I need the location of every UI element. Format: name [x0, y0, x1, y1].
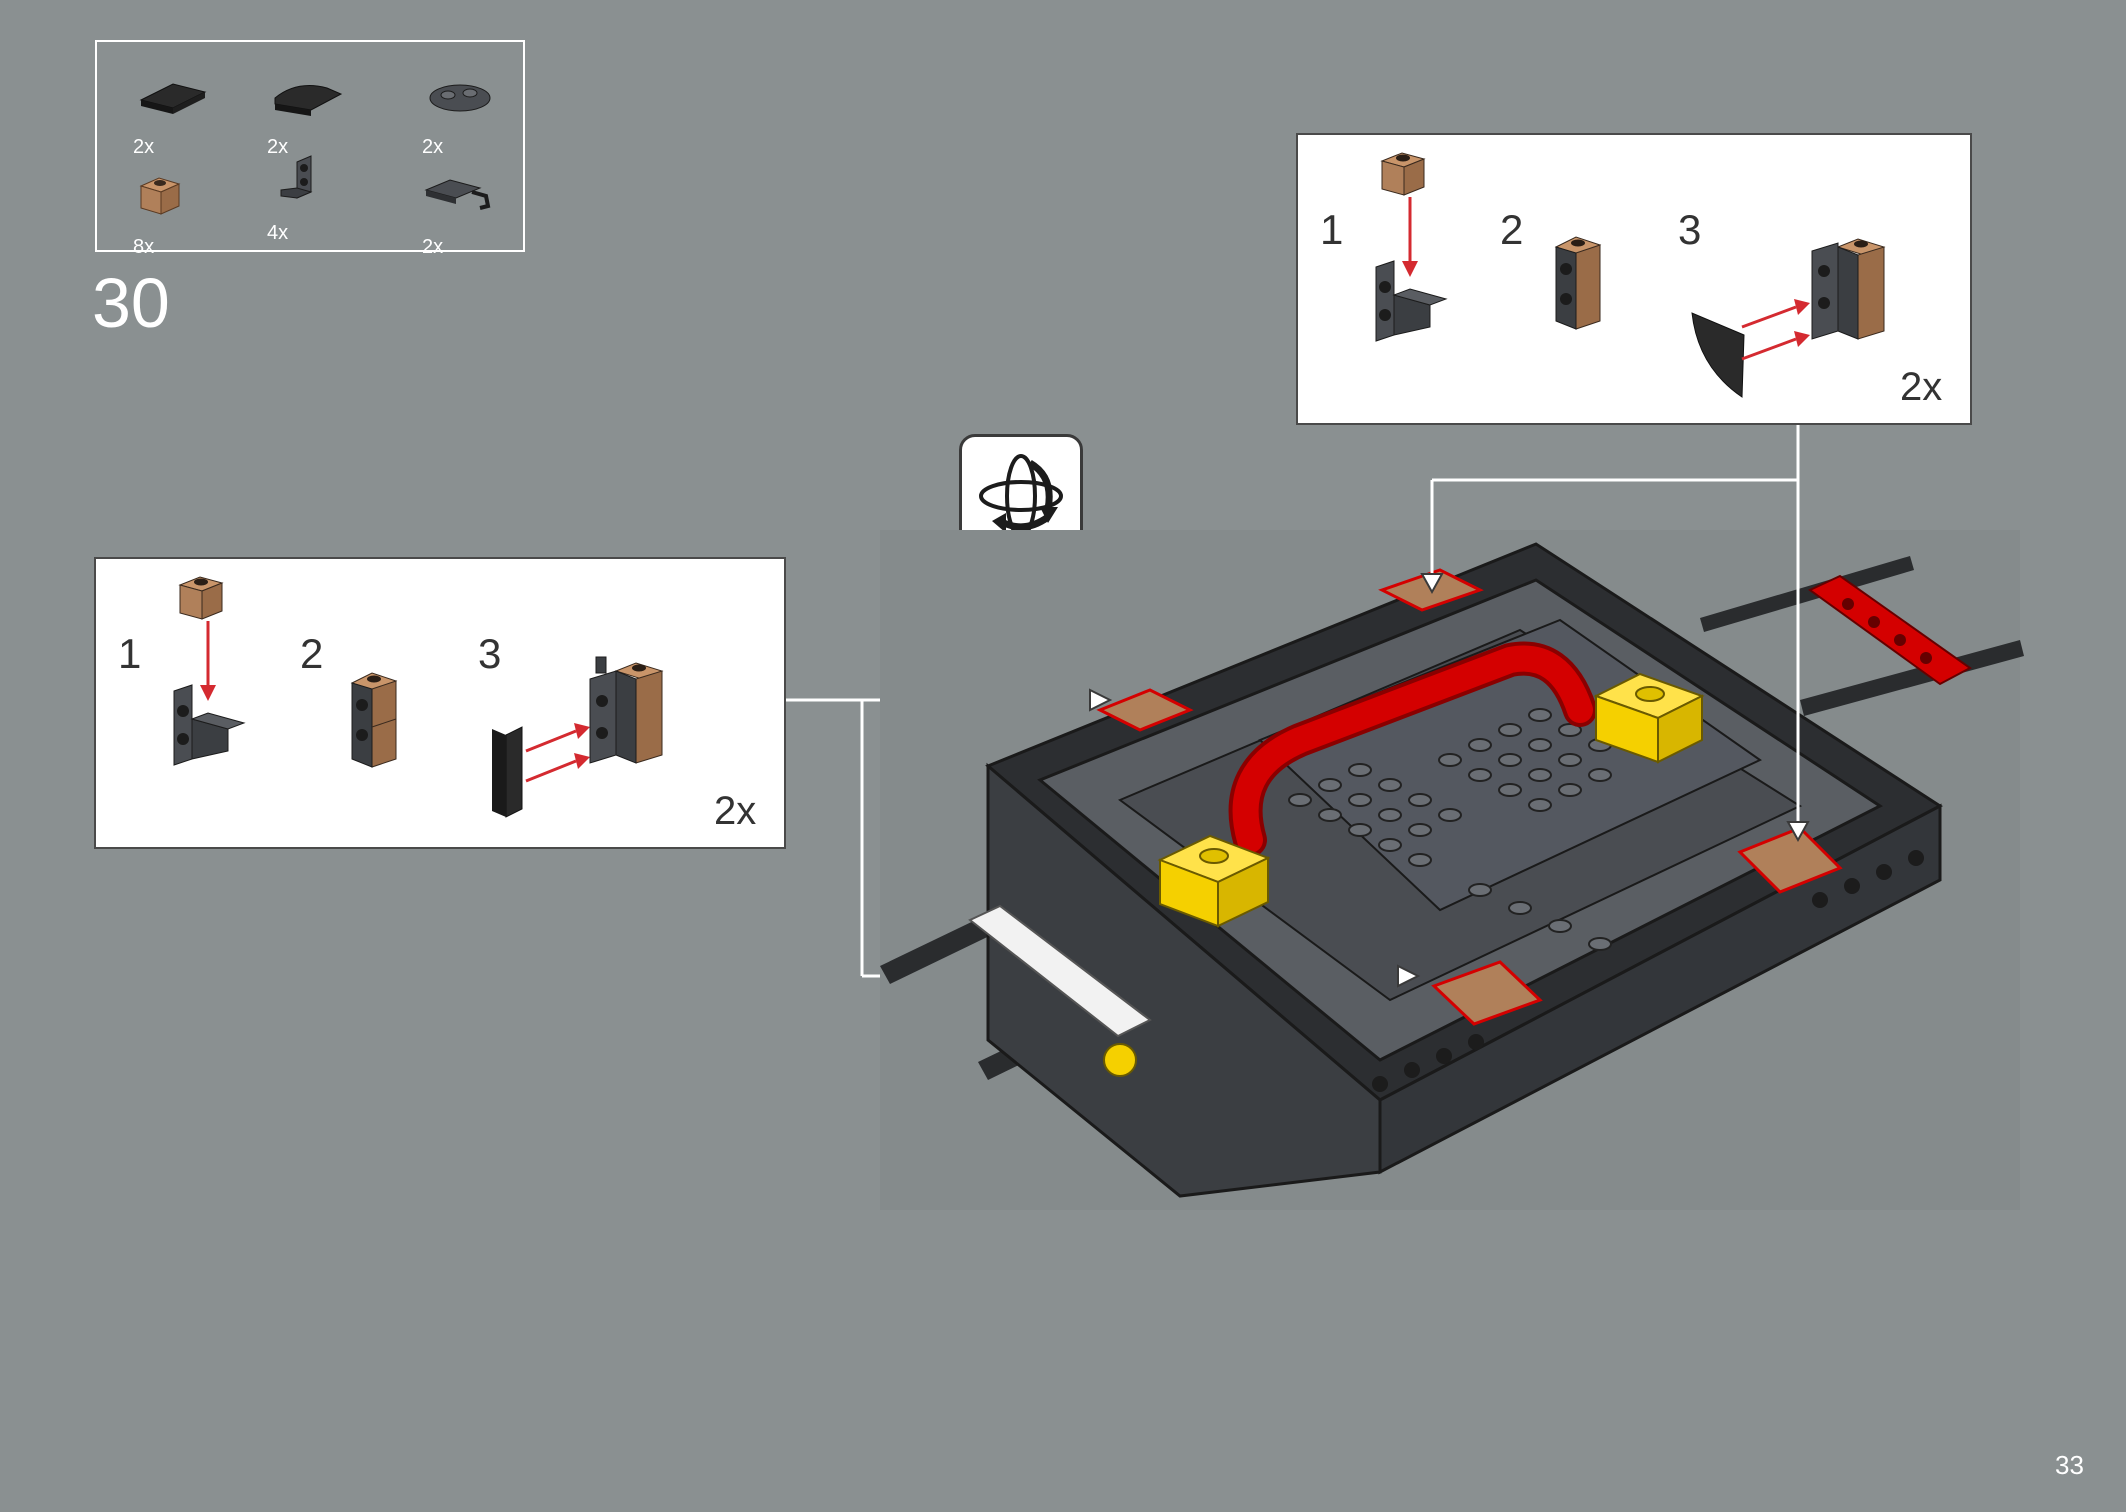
substep-2-art — [1554, 236, 1602, 330]
stud-grid — [1288, 708, 1612, 951]
sub-assembly-right-art — [1375, 152, 1886, 398]
pointer-lines-right — [1430, 425, 1800, 832]
page-number: 33 — [2055, 1450, 2084, 1480]
part-bracket-dark-gray: 4x — [267, 152, 387, 244]
part-qty: 4x — [267, 222, 289, 244]
yellow-blocks — [1157, 672, 1705, 928]
part-curved-slope-black: 2x — [267, 66, 387, 158]
tile-1x2-icon — [139, 83, 207, 114]
sub-assembly-left-art — [173, 576, 664, 818]
part-qty: 2x — [422, 236, 444, 258]
substep-number: 3 — [478, 630, 502, 677]
plate-clip-icon — [424, 179, 491, 210]
callout-multiplier: 2x — [714, 789, 757, 833]
brick-1x1-icon — [139, 177, 181, 215]
substep-2-art — [350, 672, 398, 768]
substep-number: 1 — [1320, 206, 1344, 253]
part-plate-clip-dark-gray: 2x — [422, 166, 542, 258]
callout-multiplier: 2x — [1900, 365, 1943, 409]
curved-slope-icon — [274, 85, 343, 116]
side-holes — [1372, 850, 1924, 1092]
substep-3-art — [1691, 238, 1886, 398]
part-plate-rounded-dark-gray: 2x — [422, 66, 542, 158]
substep-number: 2 — [300, 630, 324, 677]
part-tile-1x2-black: 2x — [133, 66, 253, 158]
pointer-arrowheads — [1089, 573, 1810, 988]
red-liftarm — [1808, 574, 1972, 686]
substep-1-art — [1375, 152, 1448, 342]
part-qty: 2x — [422, 136, 444, 158]
step-number: 30 — [92, 264, 170, 342]
sub-assembly-callout-right: 1 2 3 2x — [1296, 133, 1972, 425]
attached-subassemblies — [1096, 568, 1843, 1026]
part-qty: 2x — [267, 136, 289, 158]
bracket-icon — [280, 155, 313, 199]
substep-3-art — [492, 656, 664, 818]
substep-number: 2 — [1500, 206, 1524, 253]
sub-assembly-callout-left: 1 2 3 2x — [94, 557, 786, 849]
white-liftarm — [968, 904, 1152, 1038]
parts-list: 2x 2x 2x 8x — [95, 40, 525, 258]
yellow-gear — [1103, 1043, 1137, 1077]
substep-number: 1 — [118, 630, 142, 677]
part-qty: 2x — [133, 136, 155, 158]
plate-rounded-icon — [429, 84, 491, 112]
substep-1-art — [173, 576, 246, 766]
substep-number: 3 — [1678, 206, 1702, 253]
part-qty: 8x — [133, 236, 155, 258]
part-brick-1x1-nougat: 8x — [133, 166, 253, 258]
